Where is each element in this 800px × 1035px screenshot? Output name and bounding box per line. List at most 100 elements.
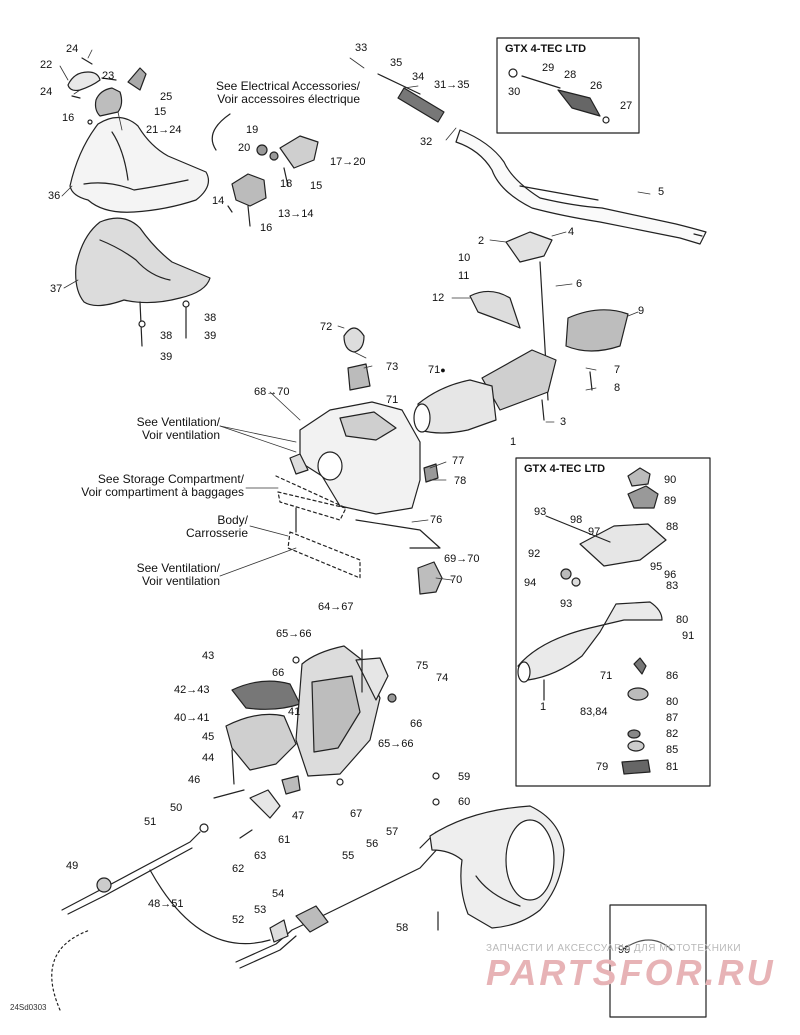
- callout: 48→51: [148, 898, 184, 910]
- box-title-gtx-right: GTX 4-TEC LTD: [524, 463, 606, 475]
- callout: 12: [432, 292, 445, 304]
- callout: 24: [66, 43, 79, 55]
- callout: 97: [588, 526, 601, 538]
- steering-housing: [276, 402, 442, 594]
- callout: 81: [666, 761, 679, 773]
- callout: 18: [280, 178, 293, 190]
- callout: 41: [288, 706, 301, 718]
- callout: 43: [202, 650, 215, 662]
- note-body: Body/ Carrosserie: [160, 514, 248, 540]
- callout: 13→14: [278, 208, 314, 220]
- callout: 33: [355, 42, 368, 54]
- callout: 80: [676, 614, 689, 626]
- callout: 34: [412, 71, 425, 83]
- note-ventilation-top-fr: Voir ventilation: [141, 428, 220, 442]
- callout: 15: [154, 106, 167, 118]
- callout: 23: [102, 70, 115, 82]
- callout: 74: [436, 672, 449, 684]
- note-electrical-en: See Electrical Accessories/: [215, 79, 360, 93]
- callout: 55: [342, 850, 355, 862]
- callout: 47: [292, 810, 305, 822]
- callout: 85: [666, 744, 679, 756]
- callout: 51: [144, 816, 157, 828]
- callout: 1: [540, 701, 547, 713]
- callout: 66: [410, 718, 423, 730]
- callout: 49: [66, 860, 79, 872]
- note-electrical: See Electrical Accessories/ Voir accesso…: [180, 80, 360, 106]
- callout: 89: [664, 495, 677, 507]
- callout: 15: [310, 180, 323, 192]
- callout: 14: [212, 195, 225, 207]
- handlebar-cover-parts: [68, 58, 210, 346]
- callout: 46: [188, 774, 201, 786]
- callout: 27: [620, 100, 633, 112]
- watermark-logo: PARTSFOR.RU: [486, 952, 776, 993]
- callout: 75: [416, 660, 429, 672]
- inset-box-gtx-right: [516, 458, 710, 786]
- callout: 53: [254, 904, 267, 916]
- callout: 88: [666, 521, 679, 533]
- callout: 32: [420, 136, 433, 148]
- callout: 60: [458, 796, 471, 808]
- callout: 62: [232, 863, 245, 875]
- note-storage-fr: Voir compartiment à baggages: [81, 485, 244, 499]
- callout: 79: [596, 761, 609, 773]
- callout: 10: [458, 252, 471, 264]
- grip-parts-top: [509, 69, 609, 123]
- callout: 38: [160, 330, 173, 342]
- callout: 4: [568, 226, 575, 238]
- callout: 31→35: [434, 79, 470, 91]
- callout: 42→43: [174, 684, 210, 696]
- watermark-tagline: ЗАПЧАСТИ И АКСЕССУАРЫ ДЛЯ МОТОТЕХНИКИ: [486, 943, 742, 954]
- steering-bracket-parts: [200, 646, 396, 838]
- callout: 17→20: [330, 156, 366, 168]
- callout: 30: [508, 86, 521, 98]
- callout: 83: [666, 580, 679, 592]
- callout: 44: [202, 752, 215, 764]
- callout: 93: [534, 506, 547, 518]
- callout: 9: [638, 305, 645, 317]
- callout: 38: [204, 312, 217, 324]
- callout: 71●: [428, 364, 446, 376]
- callout: 25: [160, 91, 173, 103]
- inset-box-gtx-top: [497, 38, 639, 133]
- callout: 16: [260, 222, 273, 234]
- callout: 71: [386, 394, 399, 406]
- callout: 35: [390, 57, 403, 69]
- callout: 21→24: [146, 124, 182, 136]
- callout: 36: [48, 190, 61, 202]
- callout: 72: [320, 321, 333, 333]
- callout: 82: [666, 728, 679, 740]
- note-storage-en: See Storage Compartment/: [97, 472, 244, 486]
- note-ventilation-bottom: See Ventilation/ Voir ventilation: [100, 562, 220, 588]
- callout: 96: [664, 569, 677, 581]
- drawing-code: 24Sd0303: [10, 1003, 47, 1012]
- callout: 92: [528, 548, 541, 560]
- callout: 61: [278, 834, 291, 846]
- handlebar: [378, 74, 706, 244]
- callout: 65→66: [378, 738, 414, 750]
- callout: 59: [458, 771, 471, 783]
- callout: 45: [202, 731, 215, 743]
- note-ventilation-top-en: See Ventilation/: [136, 415, 220, 429]
- callout: 95: [650, 561, 663, 573]
- callout: 70: [450, 574, 463, 586]
- callout: 66: [272, 667, 285, 679]
- note-storage: See Storage Compartment/ Voir compartime…: [40, 473, 244, 499]
- callout: 83,84: [580, 706, 608, 718]
- callout: 87: [666, 712, 679, 724]
- callout: 7: [614, 364, 621, 376]
- callout: 20: [238, 142, 251, 154]
- callout: 29: [542, 62, 555, 74]
- callout: 78: [454, 475, 467, 487]
- inset-box-99: [610, 905, 706, 1017]
- callout: 91: [682, 630, 695, 642]
- callout: 1: [510, 436, 517, 448]
- note-body-en: Body/: [217, 513, 248, 527]
- callout: 6: [576, 278, 583, 290]
- callout: 77: [452, 455, 465, 467]
- note-ventilation-top: See Ventilation/ Voir ventilation: [100, 416, 220, 442]
- callout: 65→66: [276, 628, 312, 640]
- callout: 56: [366, 838, 379, 850]
